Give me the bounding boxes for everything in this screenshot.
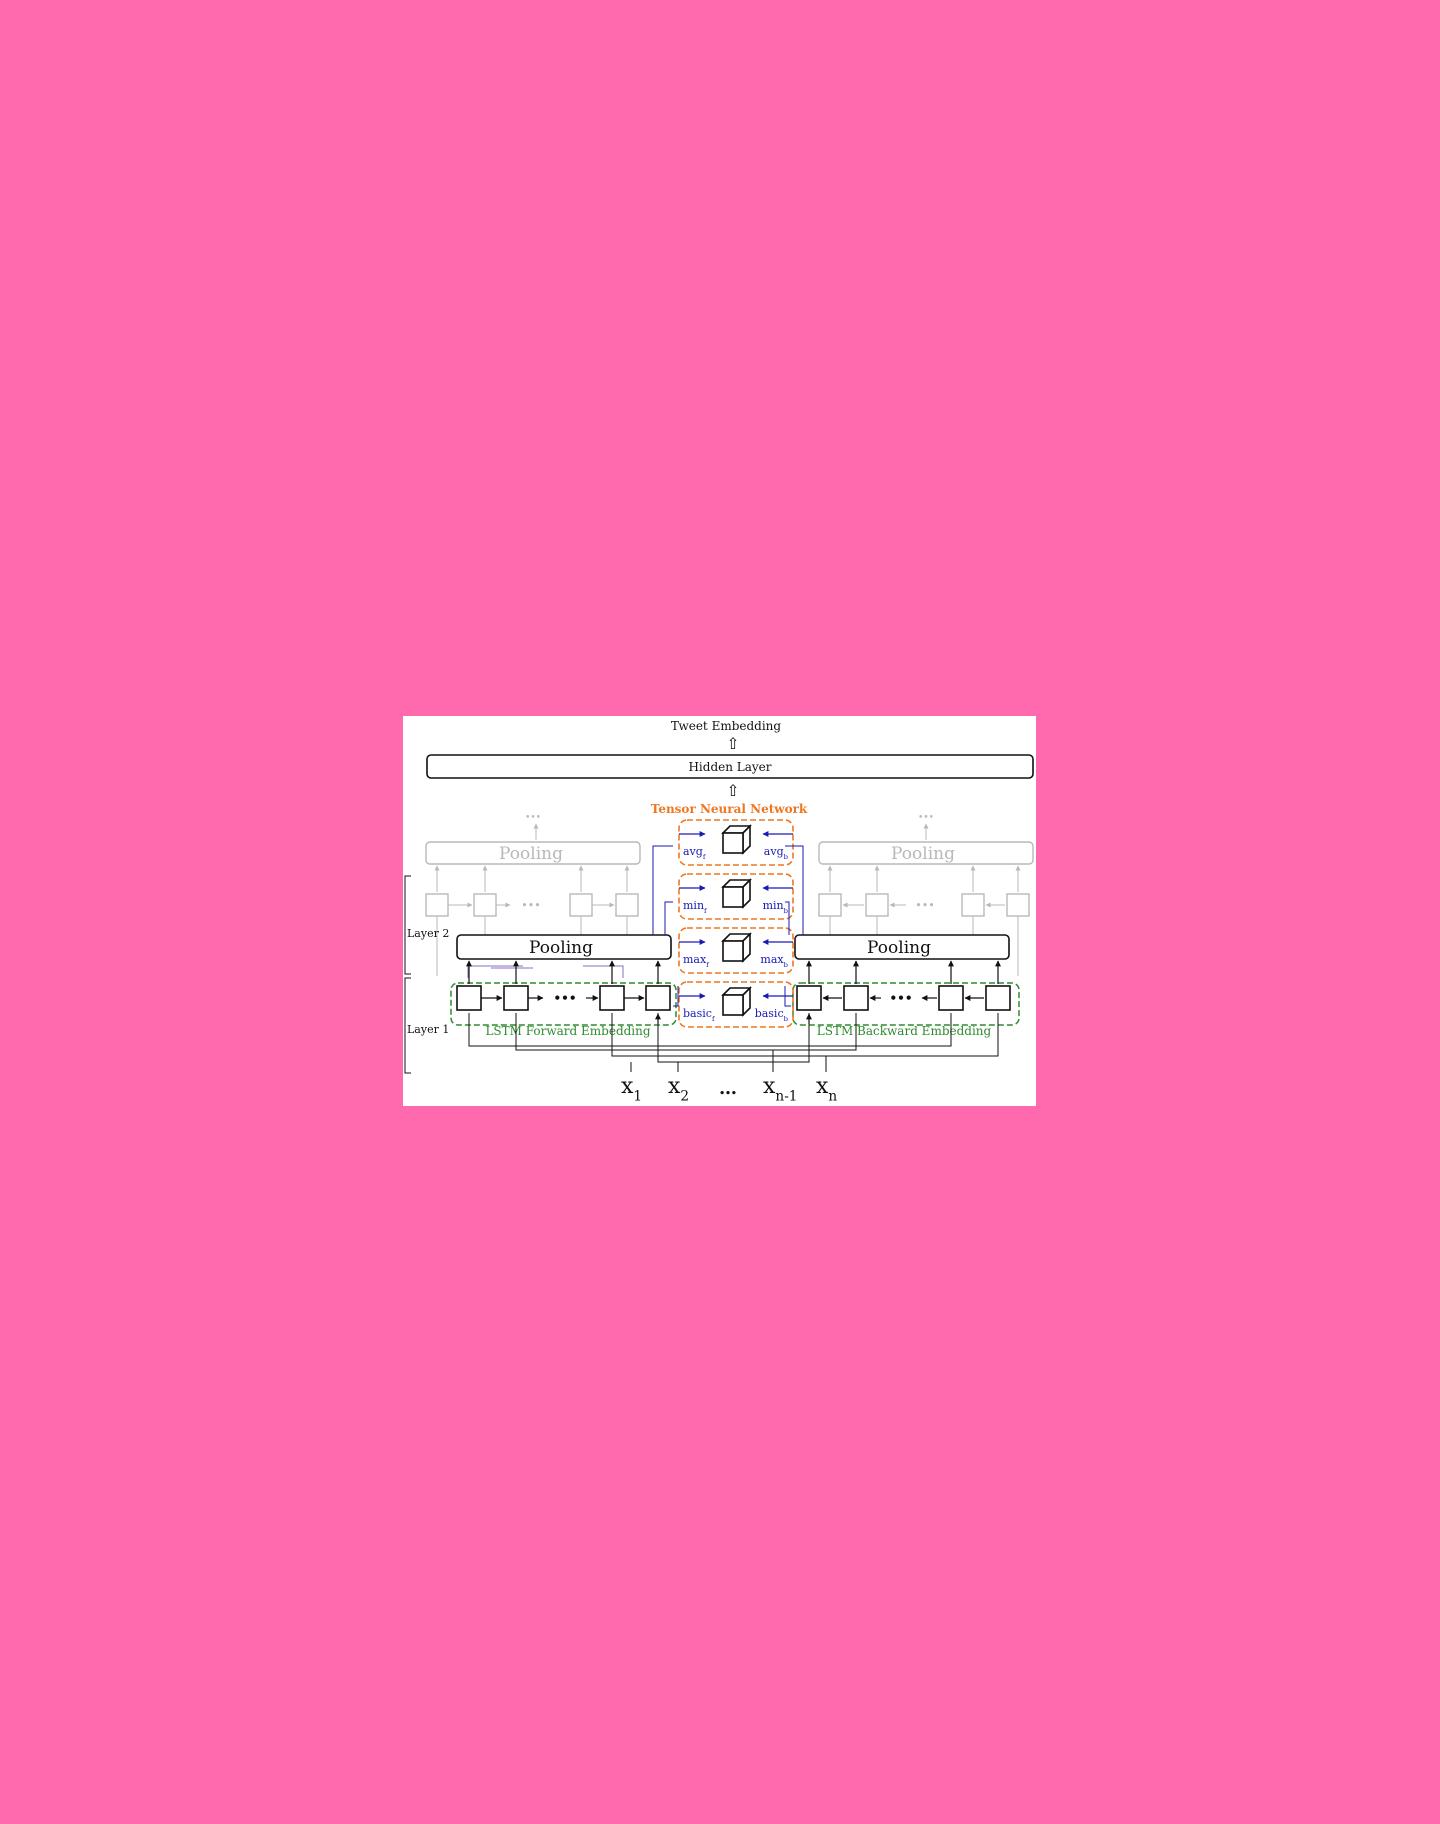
layer2-bracket (404, 875, 411, 975)
tensor-network: avgf avgb minf minb maxf maxb basicf basicb (678, 819, 794, 1028)
lstm-cell (456, 985, 482, 1011)
ellipsis-icon: ••• (553, 991, 576, 1005)
ellipsis-icon: ••• (521, 899, 540, 912)
lstm-backward-group: ••• LSTM Backward Embedding (792, 960, 1020, 1038)
tensor-dashed-box (678, 981, 794, 1028)
tensor-cube-icon (721, 986, 752, 1017)
blue-routing (652, 845, 804, 1007)
pooling-right-label: Pooling (867, 938, 931, 958)
backward-label: LSTM Backward Embedding (817, 1024, 992, 1038)
pooling-left-label: Pooling (529, 938, 593, 958)
lstm-cell (796, 985, 822, 1011)
tensor-cube-icon (721, 824, 752, 855)
input-ellipsis: … (719, 1078, 737, 1099)
tensor-forward-label: avgf (683, 845, 706, 861)
tensor-cube-icon (721, 932, 752, 963)
up-arrow-icon: ⇧ (726, 781, 739, 800)
layer2-label: Layer 2 (407, 927, 449, 940)
tnn-title: Tensor Neural Network (651, 802, 808, 816)
layer1-label: Layer 1 (407, 1023, 449, 1036)
backward-dashed-box (792, 982, 1020, 1026)
lstm-cell (599, 985, 625, 1011)
pooling-right-box (794, 934, 1010, 960)
tensor-backward-label: maxb (760, 953, 788, 969)
pooling-upper-left-box (425, 841, 641, 865)
tensor-dashed-box (678, 819, 794, 866)
forward-label: LSTM Forward Embedding (485, 1024, 650, 1038)
pooling-left-box (456, 934, 672, 960)
lstm-cell (985, 985, 1011, 1011)
input-token: x1 (621, 1074, 642, 1105)
input-routing (468, 1013, 999, 1072)
input-token: xn (816, 1074, 837, 1105)
upper-layer-left: ••• Pooling ••• (425, 813, 641, 976)
tensor-dashed-box (678, 927, 794, 974)
ellipsis-icon: ••• (889, 991, 912, 1005)
hidden-layer-label: Hidden Layer (688, 760, 771, 774)
tensor-forward-label: basicf (683, 1007, 715, 1023)
tensor-backward-label: avgb (764, 845, 789, 861)
tensor-dashed-box (678, 873, 794, 920)
ellipsis-icon: ••• (915, 899, 934, 912)
upper-layer-right: ••• Pooling ••• (818, 813, 1034, 976)
connector-lines (467, 965, 624, 978)
input-token: x2 (668, 1074, 689, 1105)
tensor-backward-label: minb (763, 899, 789, 915)
lstm-cell (645, 985, 671, 1011)
pooling-upper-left-label: Pooling (499, 844, 563, 864)
tensor-row: maxf maxb (678, 927, 794, 974)
input-token: xn-1 (763, 1074, 797, 1105)
lstm-cell (503, 985, 529, 1011)
tensor-row: minf minb (678, 873, 794, 920)
inputs: x1 x2 xn-1 xn … (621, 1074, 837, 1105)
up-arrow-icon: ⇧ (726, 734, 739, 753)
tweet-embedding-label: Tweet Embedding (671, 719, 782, 733)
tensor-forward-label: minf (683, 899, 707, 915)
tensor-backward-label: basicb (755, 1007, 789, 1023)
forward-dashed-box (450, 982, 677, 1026)
tensor-row: basicf basicb (678, 981, 794, 1028)
tensor-forward-label: maxf (683, 953, 709, 969)
tensor-cube-icon (721, 878, 752, 909)
layer1-bracket (404, 977, 411, 1074)
architecture-figure: Tweet Embedding ⇧ Hidden Layer ⇧ Tensor … (403, 716, 1036, 1106)
ellipsis-icon: ••• (918, 813, 934, 823)
pooling-upper-right-box (818, 841, 1034, 865)
hidden-layer-box (426, 754, 1034, 779)
lstm-cell (843, 985, 869, 1011)
ellipsis-icon: ••• (525, 813, 541, 823)
tensor-row: avgf avgb (678, 819, 794, 866)
lstm-cell (938, 985, 964, 1011)
lstm-forward-group: ••• LSTM Forward Embedding (450, 960, 677, 1038)
pooling-upper-right-label: Pooling (891, 844, 955, 864)
input-arrows (655, 1013, 812, 1024)
